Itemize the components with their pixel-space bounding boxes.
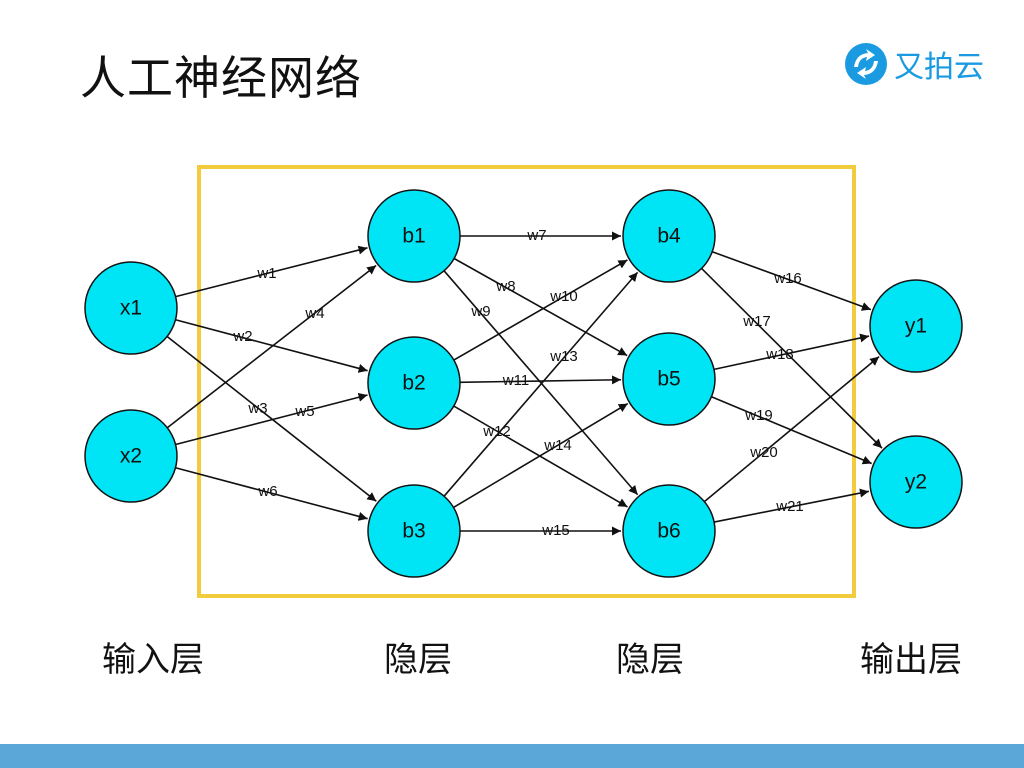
edges [166, 231, 883, 536]
edge-b2-b5 [459, 375, 622, 385]
nodes: x1 x2 b1 b2 b3 b4 b5 b6 y1 y2 [84, 189, 963, 578]
node-label-b4: b4 [657, 225, 681, 248]
edge-label-w6: w6 [257, 483, 277, 500]
edge-label-w10: w10 [549, 288, 578, 305]
edge-label-w11: w11 [502, 372, 529, 389]
edge-b6-y2 [713, 488, 870, 523]
edge-label-w14: w14 [543, 437, 572, 454]
edge-label-w9: w9 [470, 303, 490, 320]
node-y2 [869, 435, 963, 529]
edge-label-w1: w1 [256, 265, 276, 282]
node-label-y1: y1 [905, 315, 927, 338]
edge-label-w7: w7 [526, 227, 546, 244]
layer-label-input: 输入层 [102, 640, 204, 680]
edge-label-w3: w3 [247, 400, 267, 417]
node-b3 [367, 484, 461, 578]
node-label-b6: b6 [657, 520, 680, 543]
node-b6 [622, 484, 716, 578]
edge-x2-b2 [175, 392, 368, 446]
node-b4 [622, 189, 716, 283]
node-label-b1: b1 [402, 225, 425, 248]
node-label-y2: y2 [905, 471, 927, 494]
logo: 又拍云 [844, 42, 984, 86]
layer-label-hidden-1: 隐层 [384, 640, 452, 680]
edge-b5-y1 [713, 333, 870, 371]
node-label-b3: b3 [402, 520, 425, 543]
node-label-b2: b2 [402, 372, 425, 395]
edge-b1-b6 [443, 270, 639, 496]
edge-b1-b5 [453, 257, 628, 357]
edge-labels: w1 w2 w3 w4 w5 w6 w7 w8 w9 w10 w11 w12 w13 w14 w15 w16 w… [232, 227, 803, 539]
edge-label-w17: w17 [742, 313, 771, 330]
edge-x1-b2 [175, 319, 368, 373]
edge-label-w12: w12 [482, 423, 511, 440]
edge-b3-b5 [453, 402, 629, 509]
edge-label-w4: w4 [304, 305, 324, 322]
edge-b4-y1 [711, 250, 872, 311]
node-label-x2: x2 [120, 445, 142, 468]
edge-label-w2: w2 [232, 328, 252, 345]
edge-label-w19: w19 [744, 407, 773, 424]
edge-label-w13: w13 [549, 348, 578, 365]
edge-label-w8: w8 [495, 278, 515, 295]
node-b2 [367, 336, 461, 430]
edge-label-w18: w18 [765, 346, 794, 363]
node-label-b5: b5 [657, 368, 680, 391]
node-y1 [869, 279, 963, 373]
edge-label-w21: w21 [775, 498, 804, 515]
layer-label-hidden-2: 隐层 [616, 640, 684, 680]
page-title: 人工神经网络 [80, 51, 362, 105]
upyun-logo-icon [845, 43, 887, 85]
layer-label-output: 输出层 [860, 640, 962, 680]
edge-b3-b4 [443, 271, 639, 497]
edge-label-w20: w20 [749, 444, 778, 461]
node-b1 [367, 189, 461, 283]
node-b5 [622, 332, 716, 426]
edge-b2-b4 [453, 259, 628, 361]
edge-b4-y2 [701, 267, 883, 449]
logo-text: 又拍云 [894, 50, 984, 85]
edge-label-w5: w5 [294, 403, 314, 420]
edge-x2-b1 [166, 264, 377, 429]
edge-b2-b6 [453, 405, 628, 508]
edge-label-w15: w15 [541, 522, 570, 539]
edge-x2-b3 [175, 467, 368, 521]
node-label-x1: x1 [120, 297, 142, 320]
node-x1 [84, 261, 178, 355]
edge-x1-b1 [175, 245, 368, 298]
edge-label-w16: w16 [773, 270, 802, 287]
bottom-bar [0, 744, 1024, 768]
node-x2 [84, 409, 178, 503]
edge-b6-y1 [703, 356, 880, 503]
hidden-layers-frame [197, 165, 856, 598]
